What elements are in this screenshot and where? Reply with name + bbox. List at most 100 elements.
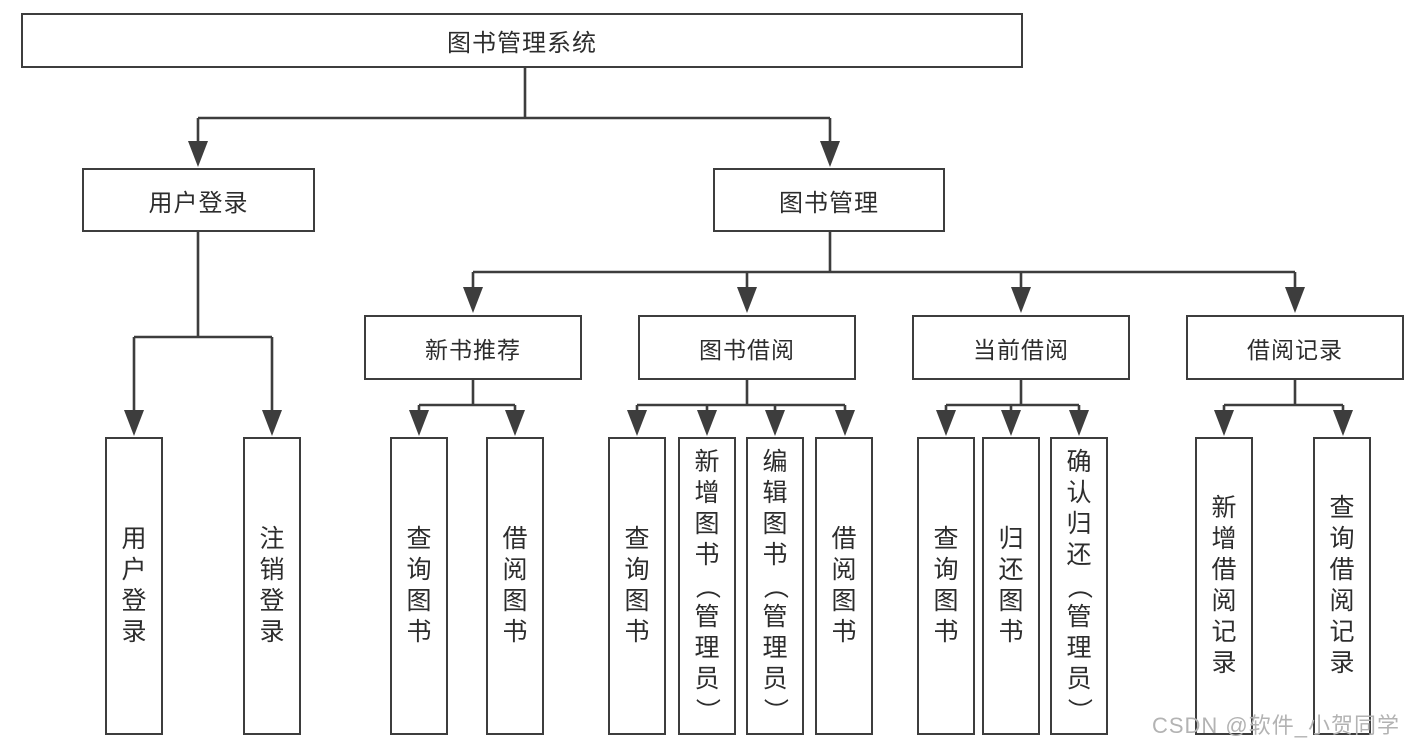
- leaf-records-query-record: 查询借阅记录: [1313, 437, 1371, 735]
- vertical-char: 借: [502, 525, 528, 553]
- vertical-char: 录: [259, 618, 285, 646]
- vertical-char: 记: [1329, 618, 1355, 646]
- vertical-char: 理: [694, 633, 720, 662]
- arrow-down-icon: [835, 410, 855, 436]
- leaf-borrow-borrow-book-label: 借阅图书: [817, 439, 871, 733]
- node-book-mgmt: 图书管理: [713, 168, 945, 232]
- arrow-down-icon: [627, 410, 647, 436]
- leaf-current-confirm-return: 确认归还（管理员）: [1050, 437, 1108, 735]
- arrow-down-icon: [1333, 410, 1353, 436]
- vertical-char: 阅: [1329, 587, 1355, 615]
- vertical-char: 记: [1211, 618, 1237, 646]
- vertical-char: 查: [406, 525, 432, 553]
- vertical-char: 确: [1066, 447, 1092, 476]
- vertical-char: 阅: [1211, 587, 1237, 615]
- arrow-down-icon: [1214, 410, 1234, 436]
- node-current-borrow: 当前借阅: [912, 315, 1130, 380]
- vertical-char: 增: [694, 478, 720, 507]
- vertical-char: 录: [1211, 649, 1237, 677]
- arrow-down-icon: [1069, 410, 1089, 436]
- node-borrow-records: 借阅记录: [1186, 315, 1404, 380]
- leaf-borrow-add-book: 新增图书（管理员）: [678, 437, 736, 735]
- vertical-char: （: [761, 573, 790, 599]
- leaf-rec-borrow-book: 借阅图书: [486, 437, 544, 735]
- arrow-down-icon: [737, 287, 757, 313]
- node-user-login-label: 用户登录: [148, 189, 249, 217]
- connector-book-borrow-children: [627, 380, 855, 436]
- arrow-down-icon: [697, 410, 717, 436]
- vertical-char: 书: [933, 618, 959, 646]
- vertical-char: 借: [831, 525, 857, 553]
- arrow-down-icon: [820, 141, 840, 167]
- vertical-char: 新: [1211, 494, 1237, 522]
- vertical-char: 归: [998, 525, 1024, 553]
- node-current-borrow-label: 当前借阅: [973, 336, 1069, 363]
- vertical-char: 图: [831, 587, 857, 615]
- vertical-char: 登: [259, 587, 285, 615]
- vertical-char: （: [1065, 573, 1094, 599]
- vertical-char: ）: [761, 697, 790, 723]
- vertical-char: 借: [1329, 556, 1355, 584]
- vertical-char: 图: [406, 587, 432, 615]
- arrow-down-icon: [262, 410, 282, 436]
- leaf-logout-label: 注销登录: [245, 439, 299, 733]
- leaf-current-return-book: 归还图书: [982, 437, 1040, 735]
- node-root-label: 图书管理系统: [447, 30, 597, 57]
- vertical-char: 查: [933, 525, 959, 553]
- arrow-down-icon: [409, 410, 429, 436]
- vertical-char: （: [693, 573, 722, 599]
- vertical-char: 查: [624, 525, 650, 553]
- vertical-char: 归: [1066, 509, 1092, 538]
- node-new-book-rec-label: 新书推荐: [425, 336, 521, 363]
- connector-user-login-children: [124, 232, 282, 436]
- node-root: 图书管理系统: [21, 13, 1023, 68]
- leaf-borrow-add-book-label: 新增图书（管理员）: [680, 439, 734, 733]
- vertical-char: 登: [121, 587, 147, 615]
- leaf-current-query-book-label: 查询图书: [919, 439, 973, 733]
- vertical-char: 书: [762, 540, 788, 569]
- leaf-borrow-borrow-book: 借阅图书: [815, 437, 873, 735]
- vertical-char: ）: [1065, 697, 1094, 723]
- vertical-char: 增: [1211, 525, 1237, 553]
- connector-root-to-level1: [188, 68, 840, 167]
- leaf-borrow-query-book-label: 查询图书: [610, 439, 664, 733]
- leaf-current-return-book-label: 归还图书: [984, 439, 1038, 733]
- node-book-borrow-label: 图书借阅: [699, 336, 795, 363]
- connector-borrow-records-children: [1214, 380, 1353, 436]
- arrow-down-icon: [188, 141, 208, 167]
- arrow-down-icon: [1285, 287, 1305, 313]
- arrow-down-icon: [124, 410, 144, 436]
- vertical-char: 新: [694, 447, 720, 476]
- vertical-char: 户: [121, 556, 147, 584]
- connector-book-mgmt-children: [463, 232, 1305, 313]
- arrow-down-icon: [1011, 287, 1031, 313]
- vertical-char: 还: [998, 556, 1024, 584]
- vertical-char: 销: [259, 556, 285, 584]
- connector-new-book-rec-children: [409, 380, 525, 436]
- node-book-borrow: 图书借阅: [638, 315, 856, 380]
- vertical-char: 询: [1329, 525, 1355, 553]
- vertical-char: 管: [762, 602, 788, 631]
- vertical-char: 员: [1066, 664, 1092, 693]
- vertical-char: 书: [624, 618, 650, 646]
- vertical-char: 用: [121, 525, 147, 553]
- node-borrow-records-label: 借阅记录: [1247, 336, 1343, 363]
- vertical-char: 辑: [762, 478, 788, 507]
- vertical-char: 图: [624, 587, 650, 615]
- leaf-borrow-query-book: 查询图书: [608, 437, 666, 735]
- vertical-char: ）: [693, 697, 722, 723]
- leaf-records-query-record-label: 查询借阅记录: [1315, 439, 1369, 733]
- vertical-char: 阅: [502, 556, 528, 584]
- vertical-char: 书: [998, 618, 1024, 646]
- vertical-char: 借: [1211, 556, 1237, 584]
- connector-current-borrow-children: [936, 380, 1089, 436]
- vertical-char: 员: [762, 664, 788, 693]
- arrow-down-icon: [463, 287, 483, 313]
- leaf-borrow-edit-book: 编辑图书（管理员）: [746, 437, 804, 735]
- vertical-char: 书: [831, 618, 857, 646]
- leaf-records-add-record-label: 新增借阅记录: [1197, 439, 1251, 733]
- vertical-char: 还: [1066, 540, 1092, 569]
- vertical-char: 理: [762, 633, 788, 662]
- node-new-book-rec: 新书推荐: [364, 315, 582, 380]
